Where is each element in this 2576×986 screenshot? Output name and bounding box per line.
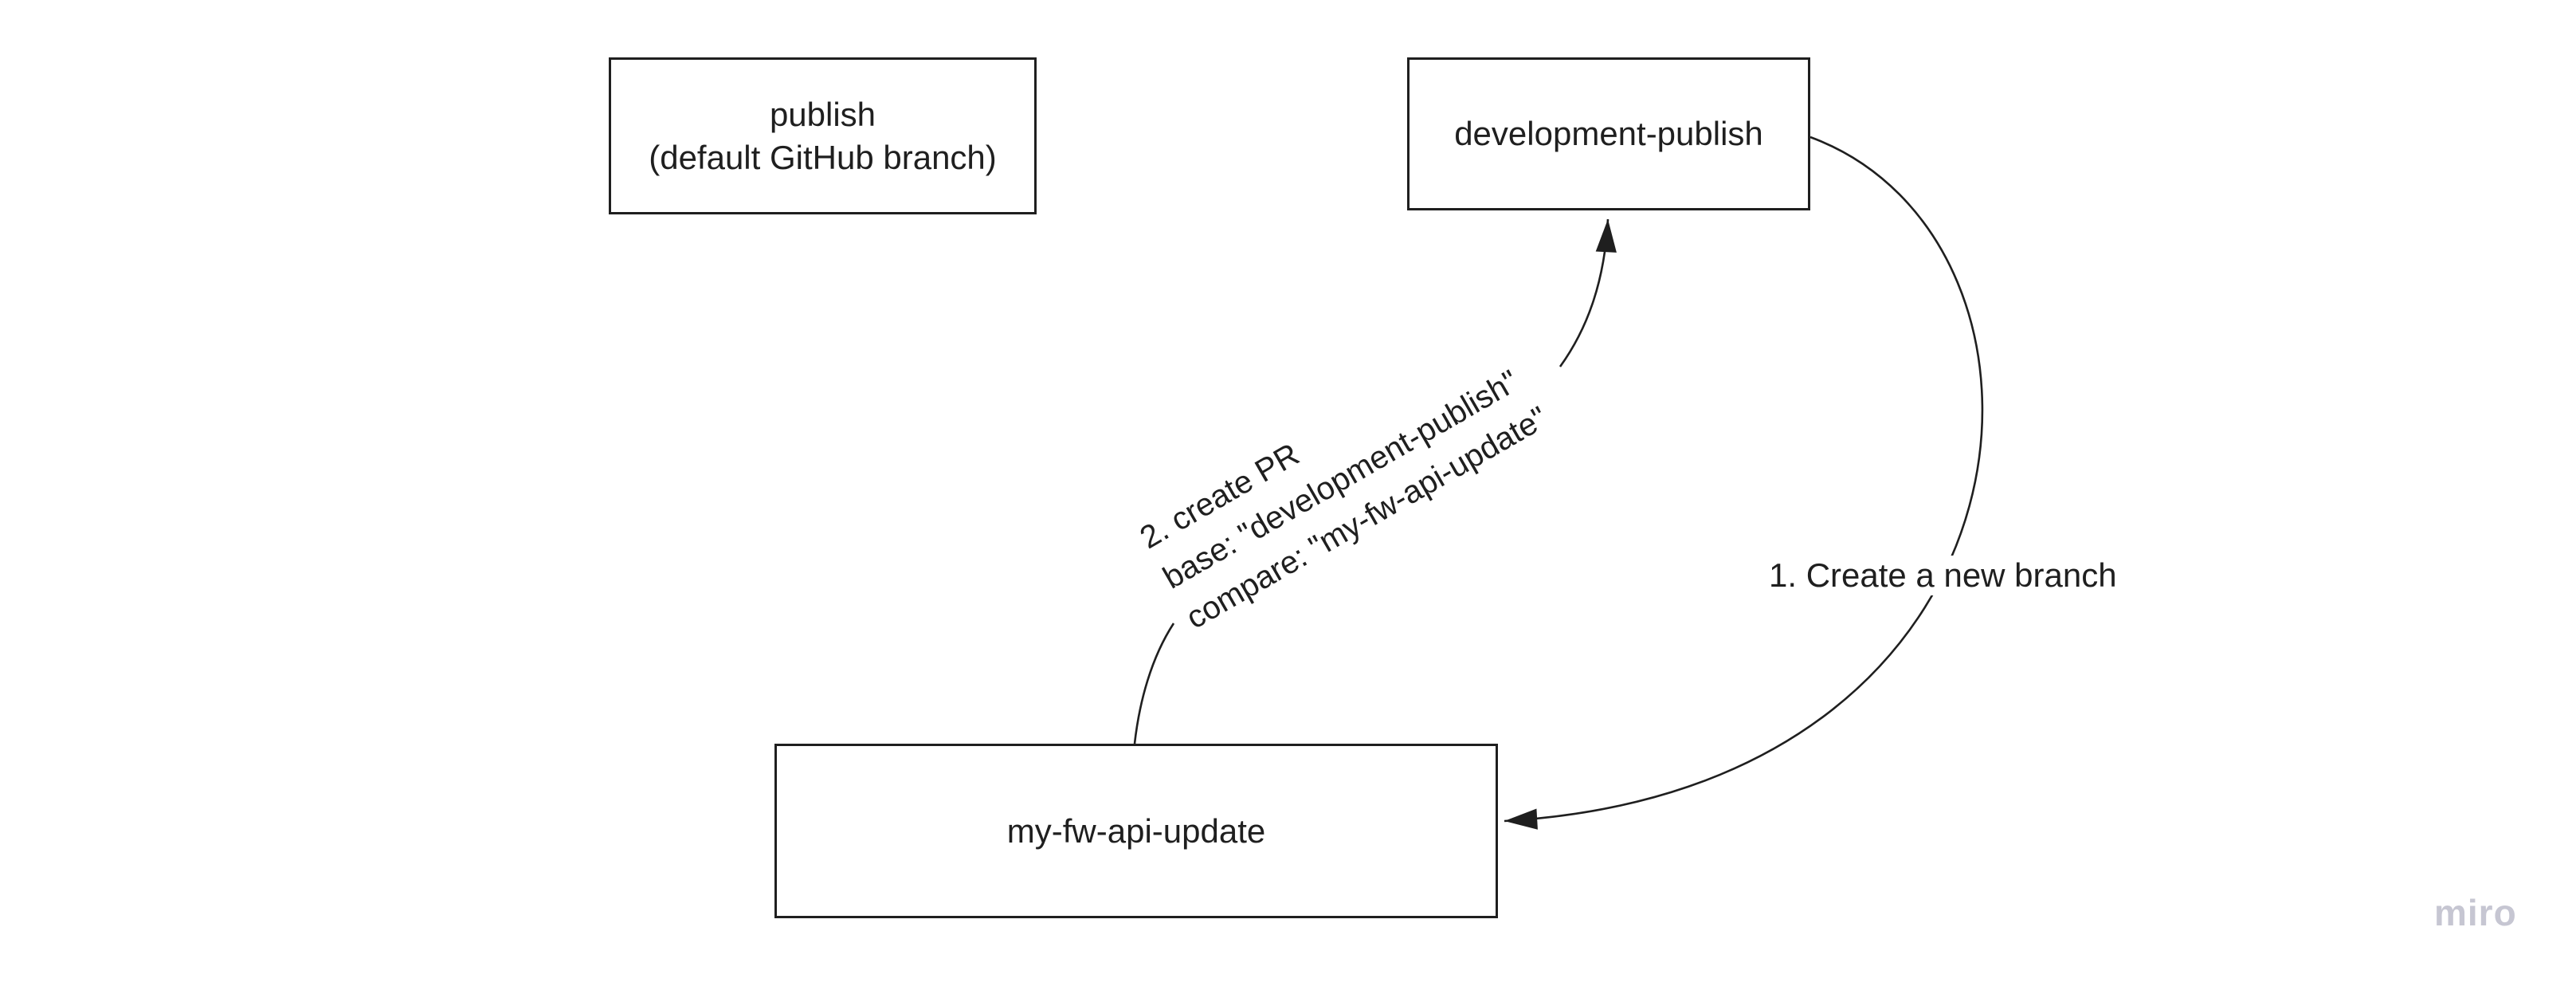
node-development-publish-branch[interactable]: development-publish: [1407, 57, 1810, 210]
node-my-fw-api-update-branch[interactable]: my-fw-api-update: [774, 744, 1498, 918]
node-publish-label-line2: (default GitHub branch): [649, 138, 997, 176]
edge-label-create-branch[interactable]: 1. Create a new branch: [1764, 556, 2122, 595]
miro-watermark-logo: miro: [2434, 892, 2517, 933]
edge-create-pr-lower-segment: [1133, 623, 1175, 744]
node-my-fw-api-update-label: my-fw-api-update: [1006, 811, 1266, 850]
edge-create-pr-upper-segment: [1559, 218, 1617, 367]
edge-create-branch: [1504, 136, 1984, 830]
node-publish-branch[interactable]: publish (default GitHub branch): [609, 57, 1037, 214]
node-publish-label-line1: publish: [769, 95, 876, 133]
node-development-publish-label: development-publish: [1454, 115, 1763, 152]
